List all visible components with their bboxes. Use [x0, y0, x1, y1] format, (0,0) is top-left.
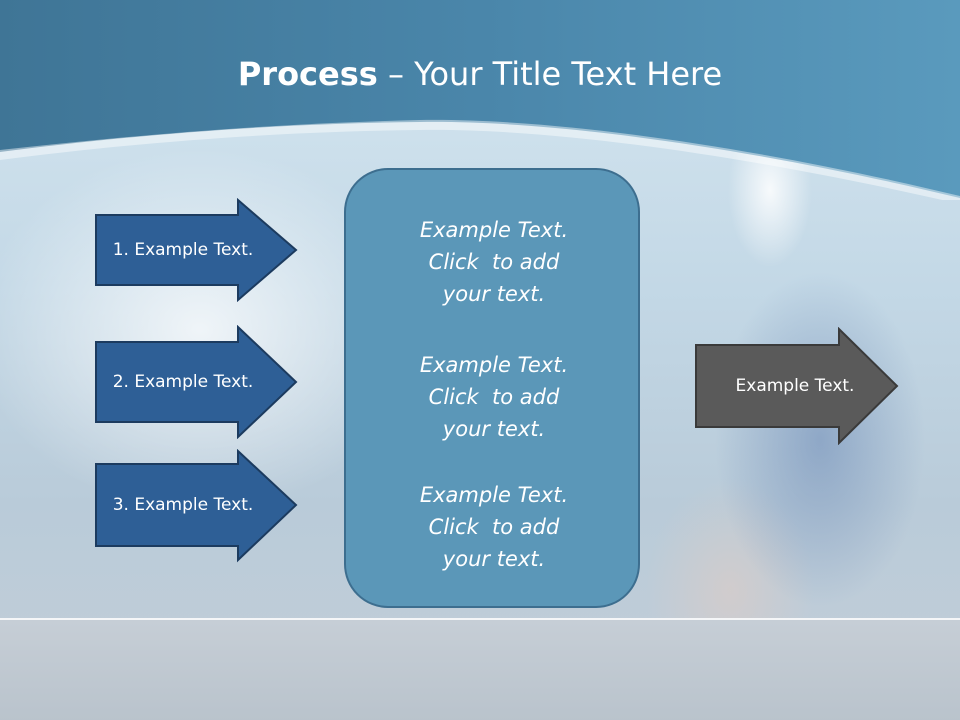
- panel-line: Example Text.: [419, 218, 569, 242]
- step-arrow-2[interactable]: 2. Example Text.: [94, 325, 300, 439]
- step-arrow-1[interactable]: 1. Example Text.: [94, 198, 300, 302]
- arrow-shape: [95, 449, 298, 563]
- panel-text-block-3[interactable]: Example Text. Click to add your text.: [346, 479, 642, 575]
- step-arrow-label: 1. Example Text.: [112, 240, 254, 260]
- panel-line: Click to add: [428, 250, 560, 274]
- result-arrow-label: Example Text.: [735, 376, 855, 396]
- arrow-shape: [695, 327, 899, 445]
- panel-line: your text.: [442, 547, 546, 571]
- panel-line: Click to add: [428, 515, 560, 539]
- panel-line: Example Text.: [419, 353, 569, 377]
- arrow-shape: [95, 198, 298, 302]
- panel-text-block-1[interactable]: Example Text. Click to add your text.: [346, 214, 642, 310]
- background-floor: [0, 618, 960, 720]
- panel-text-block-2[interactable]: Example Text. Click to add your text.: [346, 349, 642, 445]
- arrow-shape: [95, 325, 298, 439]
- title-rest: – Your Title Text Here: [377, 55, 723, 93]
- step-arrow-3[interactable]: 3. Example Text.: [94, 449, 300, 563]
- center-text-panel[interactable]: Example Text. Click to add your text. Ex…: [344, 168, 640, 608]
- step-arrow-label: 2. Example Text.: [112, 372, 254, 392]
- title-bold: Process: [237, 55, 378, 93]
- result-arrow[interactable]: Example Text.: [695, 327, 899, 445]
- header-band: [0, 0, 960, 200]
- panel-line: Example Text.: [419, 483, 569, 507]
- panel-line: Click to add: [428, 385, 560, 409]
- panel-line: your text.: [442, 282, 546, 306]
- slide-title: Process – Your Title Text Here: [0, 55, 960, 93]
- step-arrow-label: 3. Example Text.: [112, 495, 254, 515]
- panel-line: your text.: [442, 417, 546, 441]
